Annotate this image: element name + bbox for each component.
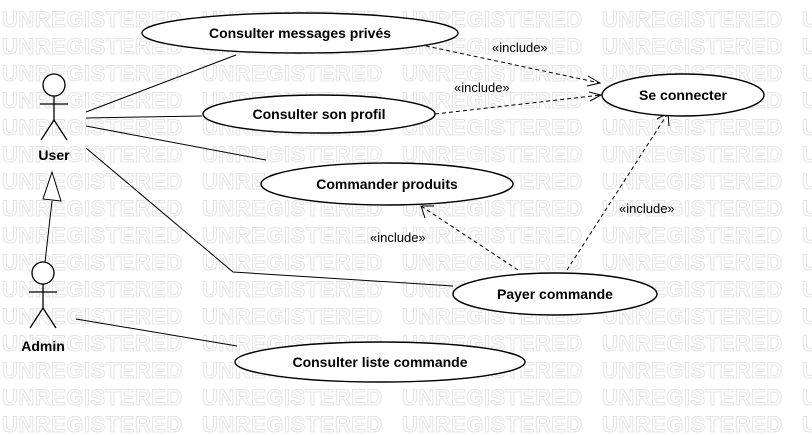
use-case-label: Consulter messages privés — [209, 25, 391, 41]
watermark-text: UNREGISTERED — [802, 277, 812, 302]
use-case-liste[interactable]: Consulter liste commande — [234, 341, 526, 383]
actor-head — [42, 73, 66, 97]
watermark-text: UNREGISTERED — [2, 169, 183, 194]
use-case-label: Commander produits — [316, 176, 458, 192]
watermark-text: UNREGISTERED — [802, 385, 812, 410]
watermark-text: UNREGISTERED — [202, 412, 383, 435]
use-case-label: Consulter son profil — [253, 106, 386, 122]
include-label: «include» — [619, 201, 675, 216]
watermark-text: UNREGISTERED — [802, 358, 812, 383]
watermark: UNREGISTEREDUNREGISTEREDUNREGISTEREDUNRE… — [2, 7, 812, 435]
watermark-text: UNREGISTERED — [802, 412, 812, 435]
use-case-label: Payer commande — [497, 286, 613, 302]
watermark-text: UNREGISTERED — [602, 196, 783, 221]
use-case-payer[interactable]: Payer commande — [452, 272, 658, 316]
actor-admin-label: Admin — [21, 338, 65, 354]
watermark-text: UNREGISTERED — [402, 223, 583, 248]
watermark-text: UNREGISTERED — [602, 115, 783, 140]
watermark-text: UNREGISTERED — [2, 142, 183, 167]
watermark-text: UNREGISTERED — [2, 358, 183, 383]
watermark-text: UNREGISTERED — [202, 223, 383, 248]
watermark-text: UNREGISTERED — [802, 223, 812, 248]
watermark-text: UNREGISTERED — [802, 115, 812, 140]
watermark-text: UNREGISTERED — [2, 385, 183, 410]
watermark-text: UNREGISTERED — [602, 331, 783, 356]
use-case-connecter[interactable]: Se connecter — [601, 73, 765, 117]
watermark-text: UNREGISTERED — [802, 331, 812, 356]
watermark-text: UNREGISTERED — [802, 88, 812, 113]
watermark-text: UNREGISTERED — [602, 412, 783, 435]
watermark-text: UNREGISTERED — [402, 385, 583, 410]
include-labels: «include» «include» «include» «include» — [370, 40, 675, 245]
assoc-user-commander — [85, 125, 267, 161]
use-case-label: Consulter liste commande — [292, 354, 467, 370]
watermark-text: UNREGISTERED — [2, 61, 183, 86]
generalization-arrowhead — [42, 170, 62, 202]
include-payer-connecter — [566, 112, 669, 271]
use-case-commander[interactable]: Commander produits — [260, 162, 514, 206]
actor-user[interactable]: User — [38, 73, 70, 163]
assoc-admin-liste — [75, 318, 238, 347]
watermark-text: UNREGISTERED — [602, 385, 783, 410]
watermark-text: UNREGISTERED — [802, 7, 812, 32]
watermark-text: UNREGISTERED — [202, 250, 383, 275]
watermark-text: UNREGISTERED — [602, 223, 783, 248]
watermark-text: UNREGISTERED — [402, 142, 583, 167]
include-label: «include» — [370, 230, 426, 245]
watermark-text: UNREGISTERED — [202, 61, 383, 86]
watermark-text: UNREGISTERED — [402, 61, 583, 86]
watermark-text: UNREGISTERED — [602, 7, 783, 32]
watermark-text: UNREGISTERED — [2, 412, 183, 435]
watermark-text: UNREGISTERED — [602, 250, 783, 275]
watermark-text: UNREGISTERED — [802, 250, 812, 275]
include-label: «include» — [454, 80, 510, 95]
actor-user-label: User — [38, 147, 70, 163]
watermark-text: UNREGISTERED — [2, 250, 183, 275]
use-case-label: Se connecter — [639, 87, 727, 103]
assoc-user-payer — [85, 147, 454, 287]
watermark-text: UNREGISTERED — [802, 304, 812, 329]
watermark-text: UNREGISTERED — [202, 385, 383, 410]
watermark-text: UNREGISTERED — [602, 358, 783, 383]
associations — [75, 54, 454, 347]
include-label: «include» — [492, 40, 548, 55]
watermark-text: UNREGISTERED — [602, 169, 783, 194]
watermark-text: UNREGISTERED — [802, 142, 812, 167]
watermark-text: UNREGISTERED — [802, 196, 812, 221]
watermark-text: UNREGISTERED — [202, 304, 383, 329]
watermark-text: UNREGISTERED — [2, 277, 183, 302]
include-payer-commander — [420, 205, 519, 271]
watermark-text: UNREGISTERED — [802, 61, 812, 86]
watermark-text: UNREGISTERED — [2, 223, 183, 248]
watermark-text: UNREGISTERED — [402, 250, 583, 275]
watermark-text: UNREGISTERED — [2, 331, 183, 356]
watermark-text: UNREGISTERED — [602, 34, 783, 59]
watermark-text: UNREGISTERED — [602, 142, 783, 167]
assoc-user-messages — [85, 54, 237, 113]
watermark-text: UNREGISTERED — [802, 169, 812, 194]
use-case-messages[interactable]: Consulter messages privés — [141, 12, 459, 54]
watermark-text: UNREGISTERED — [202, 277, 383, 302]
use-case-profil[interactable]: Consulter son profil — [202, 94, 436, 134]
watermark-text: UNREGISTERED — [802, 34, 812, 59]
assoc-user-profil — [85, 115, 203, 119]
watermark-text: UNREGISTERED — [2, 196, 183, 221]
actor-head — [31, 261, 55, 285]
watermark-text: UNREGISTERED — [402, 412, 583, 435]
watermark-text: UNREGISTERED — [2, 304, 183, 329]
actor-admin[interactable]: Admin — [21, 261, 65, 354]
generalization-admin-user — [42, 170, 62, 263]
